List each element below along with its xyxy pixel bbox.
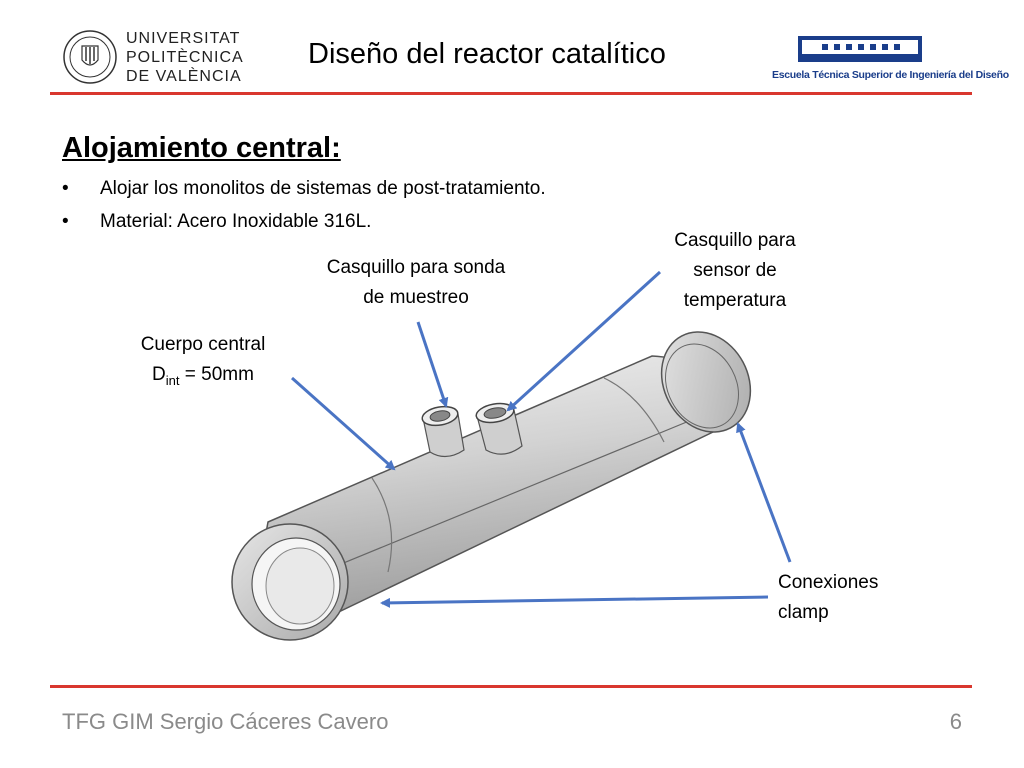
university-name: UNIVERSITAT POLITÈCNICA DE VALÈNCIA xyxy=(126,31,244,85)
footer-author: TFG GIM Sergio Cáceres Cavero xyxy=(62,709,389,734)
bullet-icon: • xyxy=(62,211,69,232)
label-central-body-line-1: Cuerpo central xyxy=(140,334,266,355)
university-line-1: UNIVERSITAT xyxy=(126,30,241,47)
label-central-body-line-2: Dint = 50mm xyxy=(118,360,288,396)
left-flange-shape xyxy=(231,523,349,641)
bullet-item: • Alojar los monolitos de sistemas de po… xyxy=(62,172,546,205)
label-central-body: Cuerpo central Dint = 50mm xyxy=(118,330,288,396)
page-number: 6 xyxy=(949,709,962,734)
label-sample-probe: Casquillo para sonda de muestreo xyxy=(298,253,534,313)
university-line-2: POLITÈCNICA xyxy=(126,49,244,66)
label-clamp-line-1: Conexiones xyxy=(778,572,879,593)
arrow-central-body xyxy=(291,376,396,471)
university-line-3: DE VALÈNCIA xyxy=(126,68,242,85)
label-temp-sensor-line-1: Casquillo para xyxy=(674,230,796,251)
right-flange-shape xyxy=(660,331,752,433)
label-clamp-line-2: clamp xyxy=(778,602,829,623)
section-heading: Alojamiento central: xyxy=(62,132,341,164)
school-logo: Escuela Técnica Superior de Ingeniería d… xyxy=(772,32,1009,82)
sample-probe-bushing xyxy=(421,405,465,458)
diameter-subscript: int xyxy=(165,372,180,388)
label-temp-sensor-line-2: sensor de xyxy=(693,260,777,281)
bullet-text: Alojar los monolitos de sistemas de post… xyxy=(100,178,546,199)
arrow-sample-probe xyxy=(416,321,449,408)
upv-logo: UNIVERSITAT POLITÈCNICA DE VALÈNCIA xyxy=(62,28,252,86)
arrow-temp-sensor xyxy=(506,270,662,412)
bullet-icon: • xyxy=(62,178,69,199)
temperature-sensor-bushing xyxy=(475,402,523,455)
school-name: Escuela Técnica Superior de Ingeniería d… xyxy=(772,69,1009,81)
label-temp-sensor-line-3: temperatura xyxy=(683,290,787,311)
bullet-text: Material: Acero Inoxidable 316L. xyxy=(100,211,372,232)
bullet-item: • Material: Acero Inoxidable 316L. xyxy=(62,205,546,238)
footer-rule xyxy=(50,685,972,688)
school-emblem-icon xyxy=(798,36,922,62)
bullet-list: • Alojar los monolitos de sistemas de po… xyxy=(62,172,546,238)
diameter-symbol: D xyxy=(152,364,166,385)
label-clamp: Conexiones clamp xyxy=(778,568,918,628)
header-rule xyxy=(50,92,972,95)
slide-title: Diseño del reactor catalítico xyxy=(308,38,666,70)
arrow-clamp-right xyxy=(736,422,792,563)
label-temp-sensor: Casquillo para sensor de temperatura xyxy=(650,226,820,316)
diameter-value: = 50mm xyxy=(179,364,254,385)
label-sample-probe-line-1: Casquillo para sonda xyxy=(326,257,506,278)
upv-seal-icon xyxy=(63,30,117,84)
label-sample-probe-line-2: de muestreo xyxy=(363,287,469,308)
arrow-clamp-left xyxy=(380,595,769,608)
